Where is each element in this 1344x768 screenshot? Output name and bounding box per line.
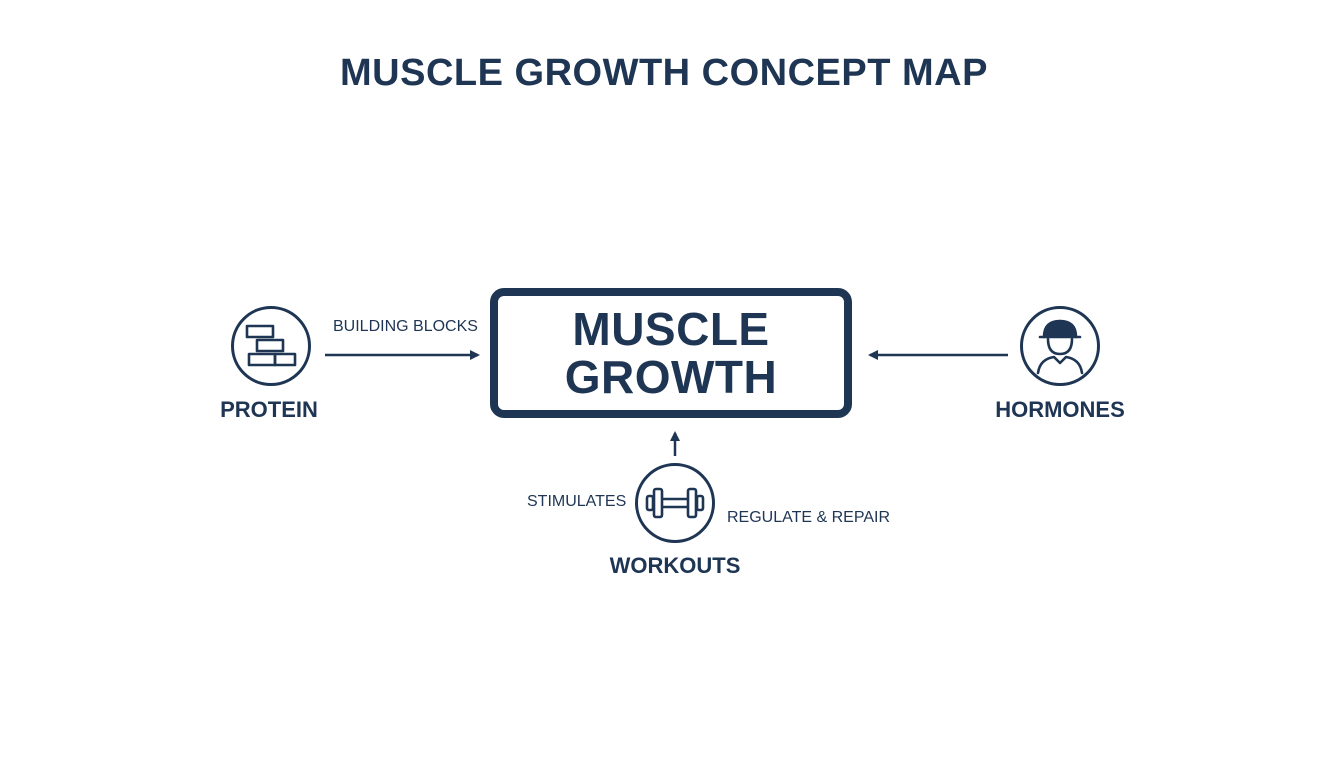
workouts-node: [635, 463, 715, 543]
bricks-icon: [245, 324, 297, 367]
central-concept-label: MUSCLE GROWTH: [565, 305, 778, 401]
protein-node: [231, 306, 311, 386]
edge-label-hormones: REGULATE & REPAIR: [727, 509, 890, 526]
worker-helmet-icon: [1036, 319, 1084, 375]
edge-label-protein: BUILDING BLOCKS: [333, 318, 478, 335]
central-concept-box: MUSCLE GROWTH: [490, 288, 852, 418]
central-concept-line1: MUSCLE: [572, 303, 770, 355]
dumbbell-icon: [645, 487, 705, 519]
hormones-label: HORMONES: [995, 397, 1125, 422]
protein-label: PROTEIN: [220, 397, 318, 422]
page-title: MUSCLE GROWTH CONCEPT MAP: [340, 52, 988, 94]
edge-label-workouts: STIMULATES: [527, 493, 627, 510]
hormones-node: [1020, 306, 1100, 386]
workouts-label: WORKOUTS: [609, 553, 741, 578]
central-concept-line2: GROWTH: [564, 351, 778, 403]
